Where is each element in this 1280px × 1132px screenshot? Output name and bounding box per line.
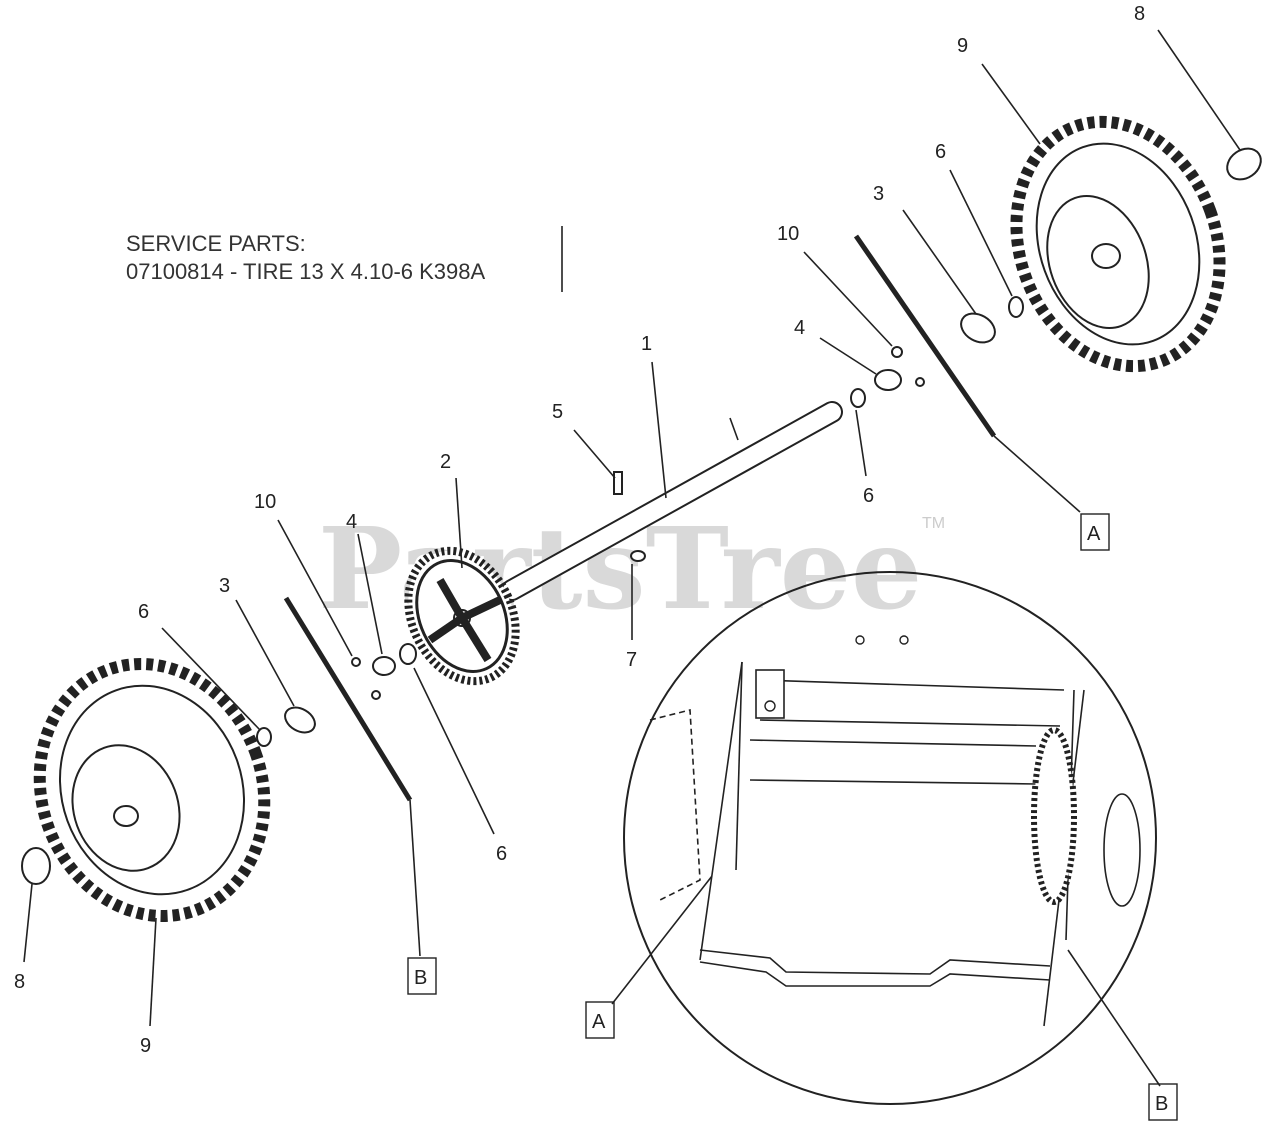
bushing-4-right-part xyxy=(874,369,902,391)
detail-labels: A B A B xyxy=(407,513,1178,1121)
callout-6-right-top: 6 xyxy=(935,141,946,163)
axle-part xyxy=(501,401,843,601)
callout-5: 5 xyxy=(552,401,563,423)
rod-a-part xyxy=(853,234,997,438)
washer-6-right-part xyxy=(850,388,866,408)
watermark-trademark: TM xyxy=(922,515,945,532)
callout-10-left: 10 xyxy=(254,491,276,513)
pin-8-left-part xyxy=(21,847,51,885)
detail-label-b-mid: B xyxy=(414,967,427,989)
washer-6-left-mid-part xyxy=(399,643,417,665)
callout-10-right: 10 xyxy=(777,223,799,245)
nut-left-part xyxy=(371,690,381,700)
callout-2: 2 xyxy=(440,451,451,473)
washer-6-left-top-part xyxy=(256,727,272,747)
callout-3-left: 3 xyxy=(219,575,230,597)
screw-10-right-part xyxy=(891,346,903,358)
detail-label-b-inset: B xyxy=(1155,1093,1168,1115)
leader-lines xyxy=(23,29,1241,1027)
key-7-part xyxy=(630,550,646,562)
callouts: 1 2 3 3 4 4 5 6 6 6 6 7 8 8 9 9 10 10 xyxy=(14,3,1145,1057)
callout-7: 7 xyxy=(626,649,637,671)
callout-3-right: 3 xyxy=(873,183,884,205)
washer-6-right-top-part xyxy=(1008,296,1024,318)
service-parts-heading: SERVICE PARTS: xyxy=(126,231,306,256)
pin-8-right-part xyxy=(1226,147,1262,181)
service-parts-line: 07100814 - TIRE 13 X 4.10-6 K398A xyxy=(126,259,486,284)
callout-6-left-top: 6 xyxy=(138,601,149,623)
bearing-3-right-part xyxy=(960,312,996,344)
callout-6-left-mid: 6 xyxy=(496,843,507,865)
nut-right-part xyxy=(915,377,925,387)
bushing-4-left-part xyxy=(372,656,396,676)
detail-label-a-inset: A xyxy=(592,1011,606,1033)
leader-b-inset xyxy=(1067,949,1161,1087)
leader-a-inset xyxy=(611,875,713,1005)
wheel-left-part xyxy=(33,657,271,923)
callout-9-left: 9 xyxy=(140,1035,151,1057)
detail-label-a-top: A xyxy=(1087,523,1101,545)
callout-9-right: 9 xyxy=(957,35,968,57)
detail-inset xyxy=(623,571,1157,1105)
pin-5-part xyxy=(613,471,623,495)
callout-6-right-mid: 6 xyxy=(863,485,874,507)
rod-b-part xyxy=(283,596,413,802)
wheel-right-part xyxy=(1010,115,1226,373)
callout-8-right: 8 xyxy=(1134,3,1145,25)
callout-4-left: 4 xyxy=(346,511,357,533)
bearing-3-left-part xyxy=(284,706,316,734)
callout-8-left: 8 xyxy=(14,971,25,993)
callout-4-right: 4 xyxy=(794,317,805,339)
callout-1: 1 xyxy=(641,333,652,355)
gear-part xyxy=(404,546,520,686)
screw-10-left-part xyxy=(351,657,361,667)
